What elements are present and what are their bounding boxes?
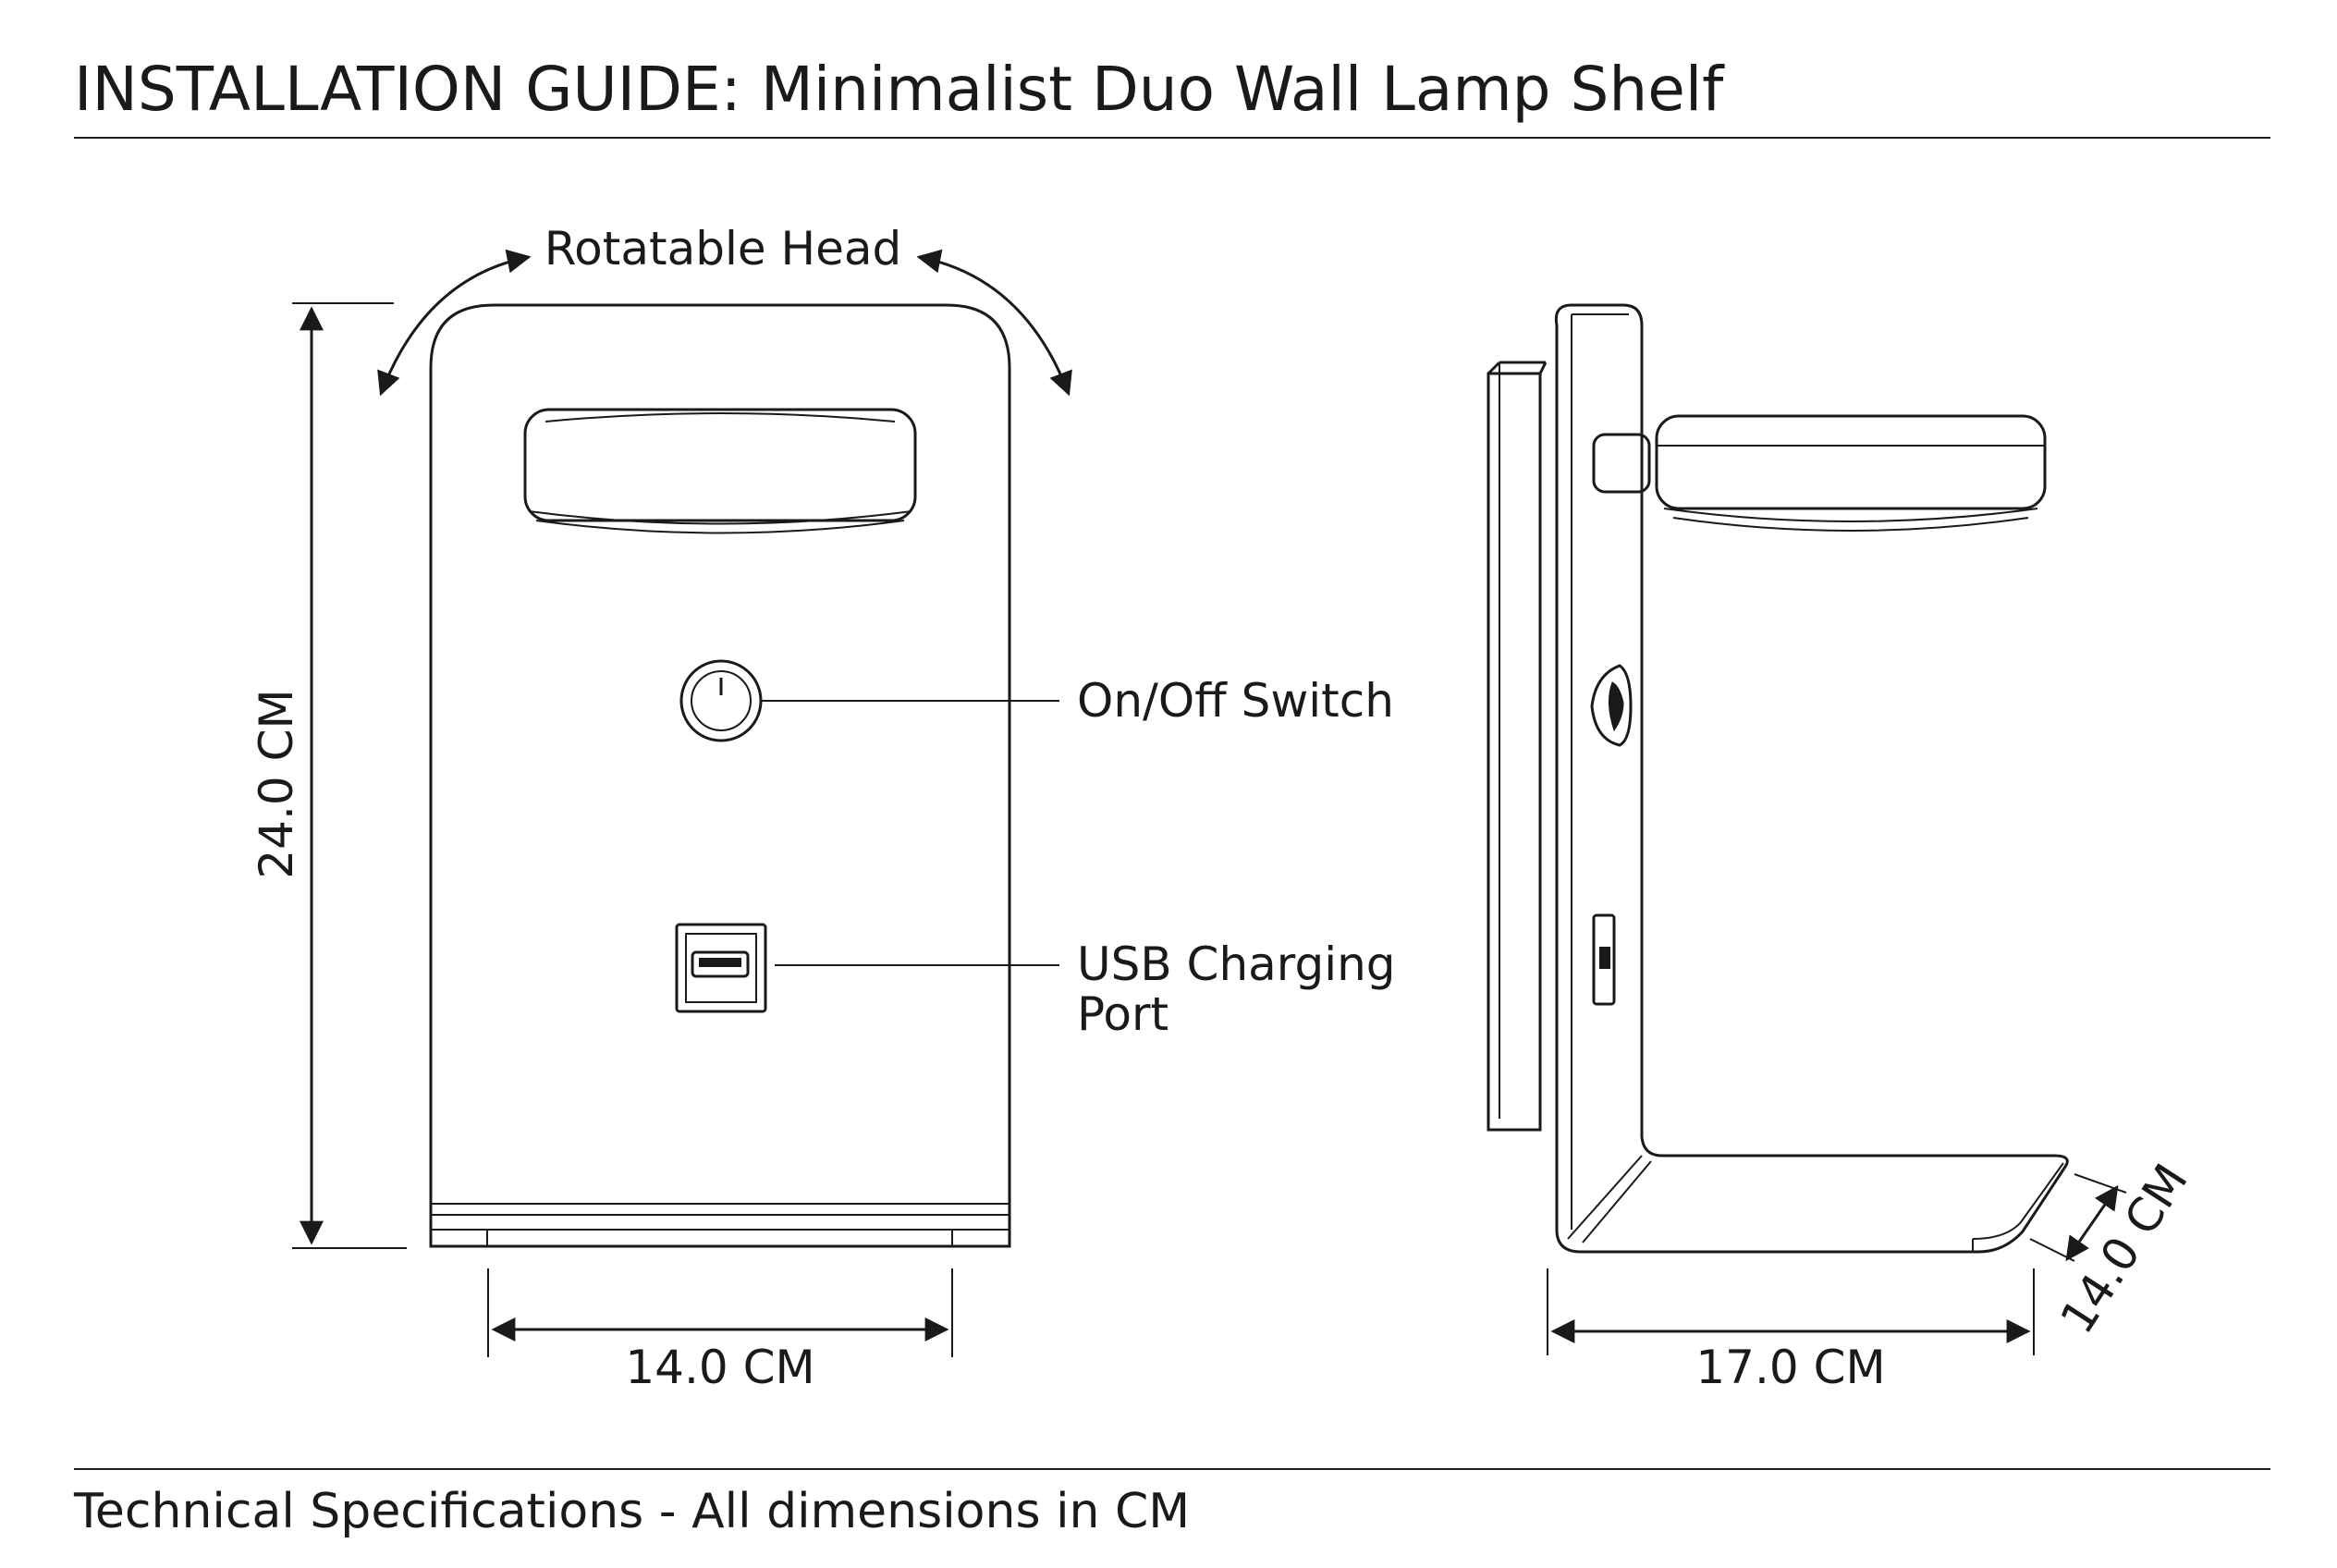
front-lamp-head [523,408,917,534]
front-usb-port [675,923,767,1013]
rotate-arc-left [377,249,532,397]
depth-dim-label: 14.0 CM [2050,1155,2198,1343]
front-body-outline [429,303,1011,1248]
usb-label-line2: Port [1077,987,1168,1041]
header-divider [74,137,2270,139]
length-dim-label: 17.0 CM [1695,1341,1885,1394]
side-shelf-lip [1972,1162,2064,1240]
front-view [292,249,1072,1357]
width-dim-label: 14.0 CM [625,1341,814,1394]
side-shelf-corner-1 [1567,1155,1643,1240]
footer-divider [74,1468,2270,1470]
front-switch [679,659,763,742]
depth-dim-line [2065,1184,2119,1262]
switch-label: On/Off Switch [1077,674,1394,728]
page-title: INSTALLATION GUIDE: Minimalist Duo Wall … [74,54,1724,125]
side-usb-port [1592,913,1616,1006]
side-shelf-corner-2 [1582,1160,1652,1243]
rotate-arc-right [916,249,1072,397]
footer-note: Technical Specifications - All dimension… [74,1484,1191,1539]
side-body-outline [1554,303,2069,1254]
side-view [1487,303,2127,1355]
depth-ext-top [2074,1173,2127,1194]
rotate-label: Rotatable Head [544,222,902,276]
side-switch [1590,664,1633,747]
side-wall-plate [1487,361,1548,1132]
height-dim-label: 24.0 CM [250,689,303,878]
side-lamp-head [1592,414,2047,532]
usb-label-line1: USB Charging [1077,937,1396,991]
